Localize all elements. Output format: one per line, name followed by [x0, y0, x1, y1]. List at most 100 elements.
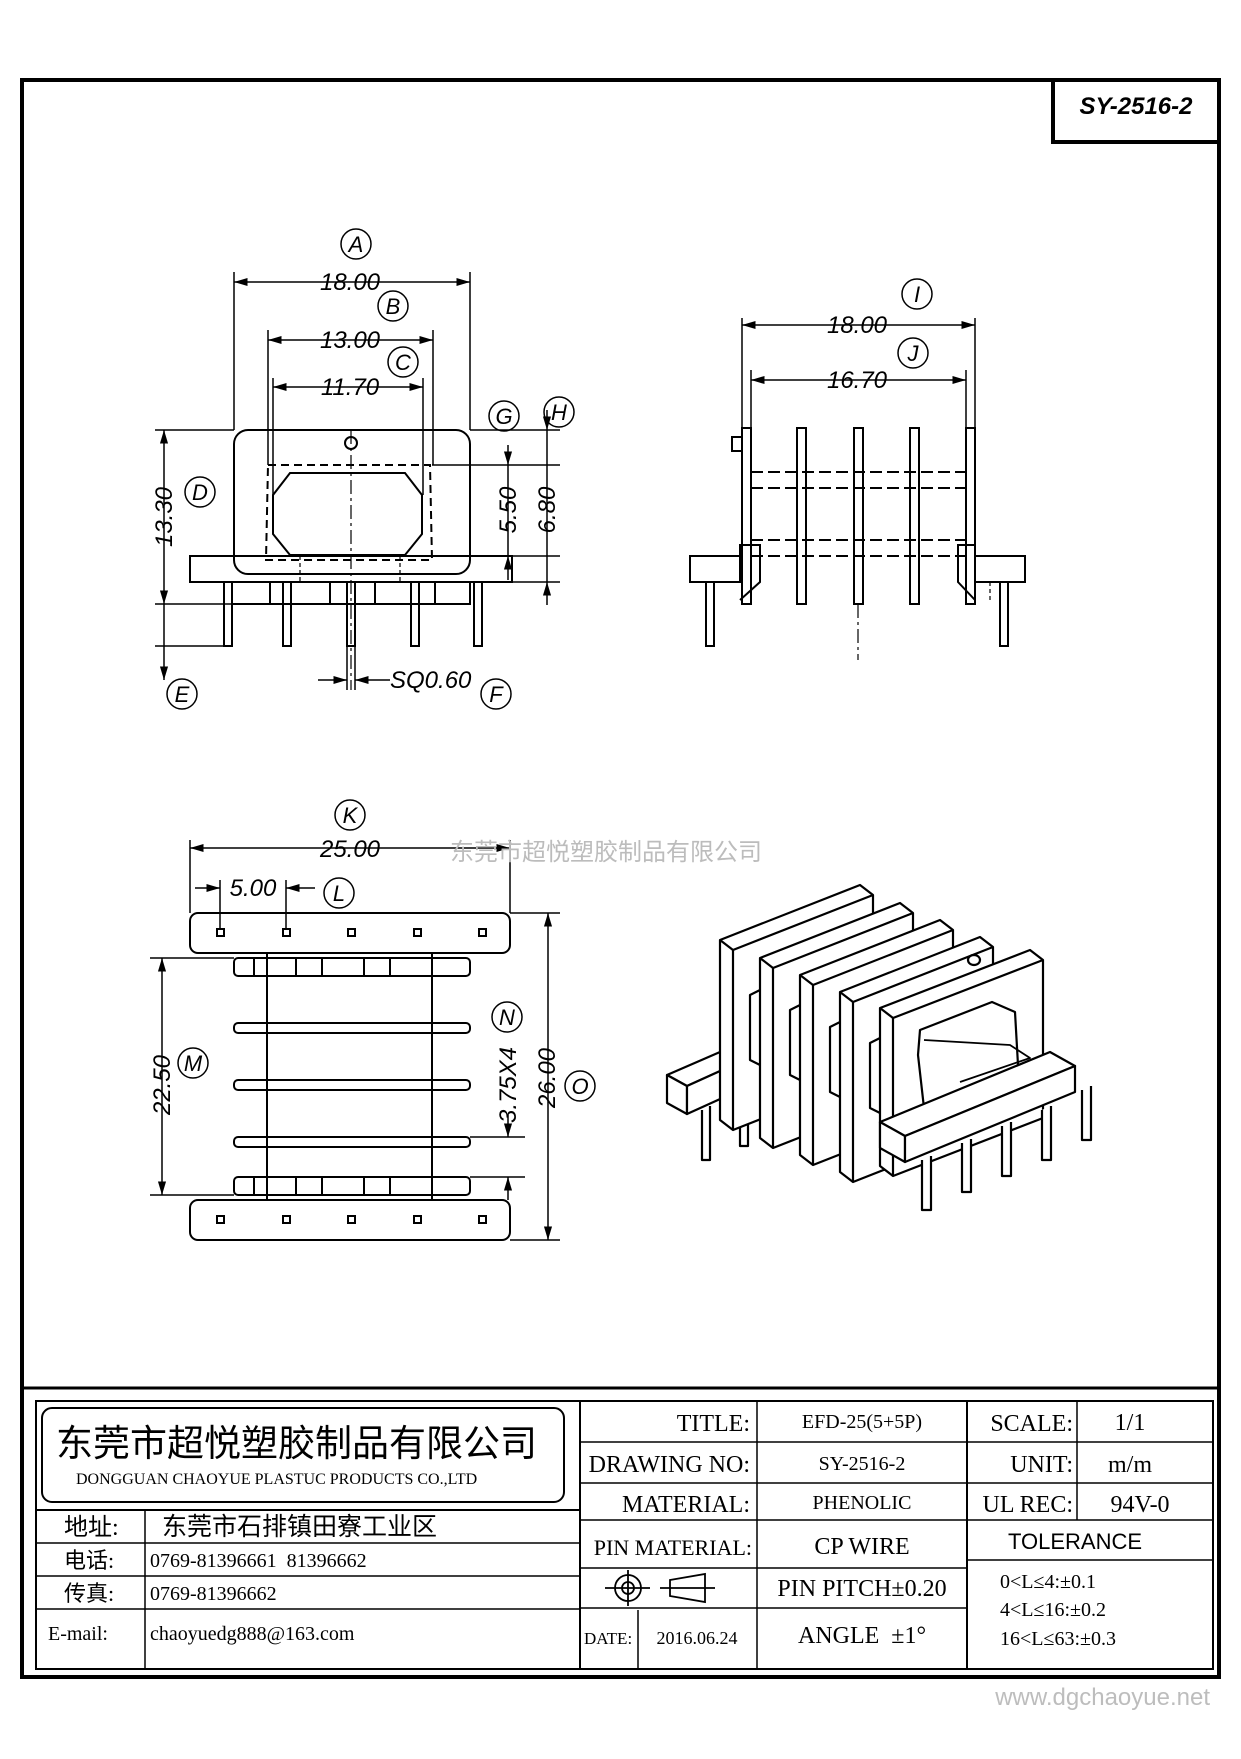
bottom-flange-bottom — [233, 1176, 471, 1196]
side-pin-left — [705, 581, 715, 647]
dim-c-value: 11.70 — [321, 374, 380, 401]
material-label: MATERIAL: — [622, 1492, 750, 1518]
dim-m-value: 22.50 — [149, 1054, 176, 1116]
label-i: I — [914, 282, 920, 307]
material-value: PHENOLIC — [813, 1492, 912, 1514]
drawing-code: SY-2516-2 — [1080, 93, 1194, 120]
company-name-en: DONGGUAN CHAOYUE PLASTUC PRODUCTS CO.,LT… — [76, 1471, 477, 1488]
side-flange-1 — [741, 427, 752, 605]
date-value: 2016.06.24 — [657, 1628, 738, 1648]
pin-material-value: CP WIRE — [814, 1534, 909, 1560]
label-f: F — [489, 682, 504, 707]
dim-j-value: 16.70 — [827, 367, 888, 394]
ul-rec-value: 94V-0 — [1110, 1492, 1169, 1518]
side-flange-5 — [965, 427, 976, 605]
pin-material-label: PIN MATERIAL: — [594, 1535, 752, 1560]
side-view — [689, 427, 1026, 660]
date-label: DATE: — [584, 1629, 632, 1648]
bottom-dimension-labels: K 25.00 5.00 L 22.50 M N 3.75X4 26.00 O — [149, 799, 596, 1123]
drawing-no-value: SY-2516-2 — [819, 1453, 906, 1475]
tolerance-row-2: 4<L≤16:±0.2 — [1000, 1599, 1106, 1621]
label-b: B — [386, 294, 401, 319]
side-dimensions — [741, 318, 976, 428]
footer-url: www.dgchaoyue.net — [994, 1684, 1210, 1711]
email-label: E-mail: — [48, 1623, 108, 1645]
fax-label: 传真: — [64, 1581, 114, 1606]
dim-n-value: 3.75X4 — [495, 1047, 522, 1123]
sheet-border — [20, 78, 1221, 1679]
label-k: K — [343, 803, 359, 828]
front-flange — [233, 429, 471, 575]
bottom-view — [189, 912, 511, 1241]
drawing-code-box — [1051, 78, 1221, 144]
phone-value: 0769-81396661 81396662 — [150, 1550, 367, 1572]
label-e: E — [175, 682, 190, 707]
unit-value: m/m — [1108, 1452, 1152, 1478]
scale-value: 1/1 — [1115, 1410, 1146, 1436]
watermark: 东莞市超悦塑胶制品有限公司 — [450, 839, 762, 866]
title-block — [22, 1386, 1219, 1670]
front-dimension-labels: A 18.00 B 13.00 C 11.70 D 13.30 E SQ0.60… — [151, 228, 575, 710]
dim-k-value: 25.00 — [319, 836, 381, 863]
projection-symbol-icon — [605, 1570, 715, 1606]
address-value: 东莞市石排镇田寮工业区 — [162, 1513, 437, 1541]
phone-label: 电话: — [64, 1548, 114, 1573]
front-dimensions — [155, 272, 560, 690]
fax-value: 0769-81396662 — [150, 1583, 277, 1605]
front-pin-1 — [223, 581, 233, 647]
front-core-octagon — [272, 472, 423, 556]
label-d: D — [192, 480, 208, 505]
bottom-dimensions — [150, 840, 560, 1241]
bottom-flange-2 — [233, 1022, 471, 1034]
bottom-core — [266, 952, 433, 1201]
label-n: N — [499, 1005, 515, 1030]
label-l: L — [333, 881, 345, 906]
dim-d-value: 13.30 — [151, 486, 178, 547]
side-flange-4 — [909, 427, 920, 605]
address-label: 地址: — [64, 1514, 119, 1541]
side-pin-right — [999, 581, 1009, 647]
side-dimension-labels: I 18.00 J 16.70 — [827, 278, 933, 394]
dim-o-value: 26.00 — [534, 1047, 561, 1109]
dim-h-value: 6.80 — [534, 486, 561, 533]
front-pin-5 — [473, 581, 483, 647]
side-base-left — [689, 555, 741, 583]
pin-pitch: PIN PITCH±0.20 — [777, 1576, 946, 1602]
front-window-hidden — [264, 464, 434, 561]
dim-a-value: 18.00 — [320, 269, 381, 296]
label-j: J — [907, 341, 920, 366]
company-name-cn: 东莞市超悦塑胶制品有限公司 — [56, 1423, 537, 1465]
tolerance-row-1: 0<L≤4:±0.1 — [1000, 1571, 1096, 1593]
bottom-bottom-base — [189, 1199, 511, 1241]
bottom-flange-4 — [233, 1136, 471, 1148]
side-flange-3 — [853, 427, 864, 605]
company-frame — [41, 1407, 565, 1503]
side-base-right — [974, 555, 1026, 583]
scale-label: SCALE: — [990, 1411, 1073, 1437]
ul-rec-label: UL REC: — [983, 1492, 1073, 1518]
email-value: chaoyuedg888@163.com — [150, 1623, 355, 1645]
front-pin-4 — [410, 581, 420, 647]
dim-f-value: SQ0.60 — [390, 667, 472, 694]
label-h: H — [551, 400, 567, 425]
title-value: EFD-25(5+5P) — [802, 1411, 922, 1433]
front-pin-2 — [282, 581, 292, 647]
front-view — [189, 429, 513, 690]
unit-label: UNIT: — [1010, 1452, 1073, 1478]
dim-i-value: 18.00 — [827, 312, 888, 339]
label-a: A — [347, 232, 364, 257]
label-o: O — [571, 1074, 588, 1099]
side-tab — [731, 436, 743, 452]
bottom-flange-top — [233, 957, 471, 977]
label-m: M — [184, 1051, 203, 1076]
title-block-text: 东莞市超悦塑胶制品有限公司 DONGGUAN CHAOYUE PLASTUC P… — [48, 1410, 1170, 1650]
title-label: TITLE: — [677, 1411, 750, 1437]
dim-g-value: 5.50 — [495, 486, 522, 533]
bottom-top-base — [189, 912, 511, 954]
label-g: G — [495, 404, 512, 429]
tolerance-label: TOLERANCE — [1008, 1529, 1142, 1554]
isometric-view — [665, 883, 1093, 1212]
tolerance-row-3: 16<L≤63:±0.3 — [1000, 1628, 1116, 1650]
